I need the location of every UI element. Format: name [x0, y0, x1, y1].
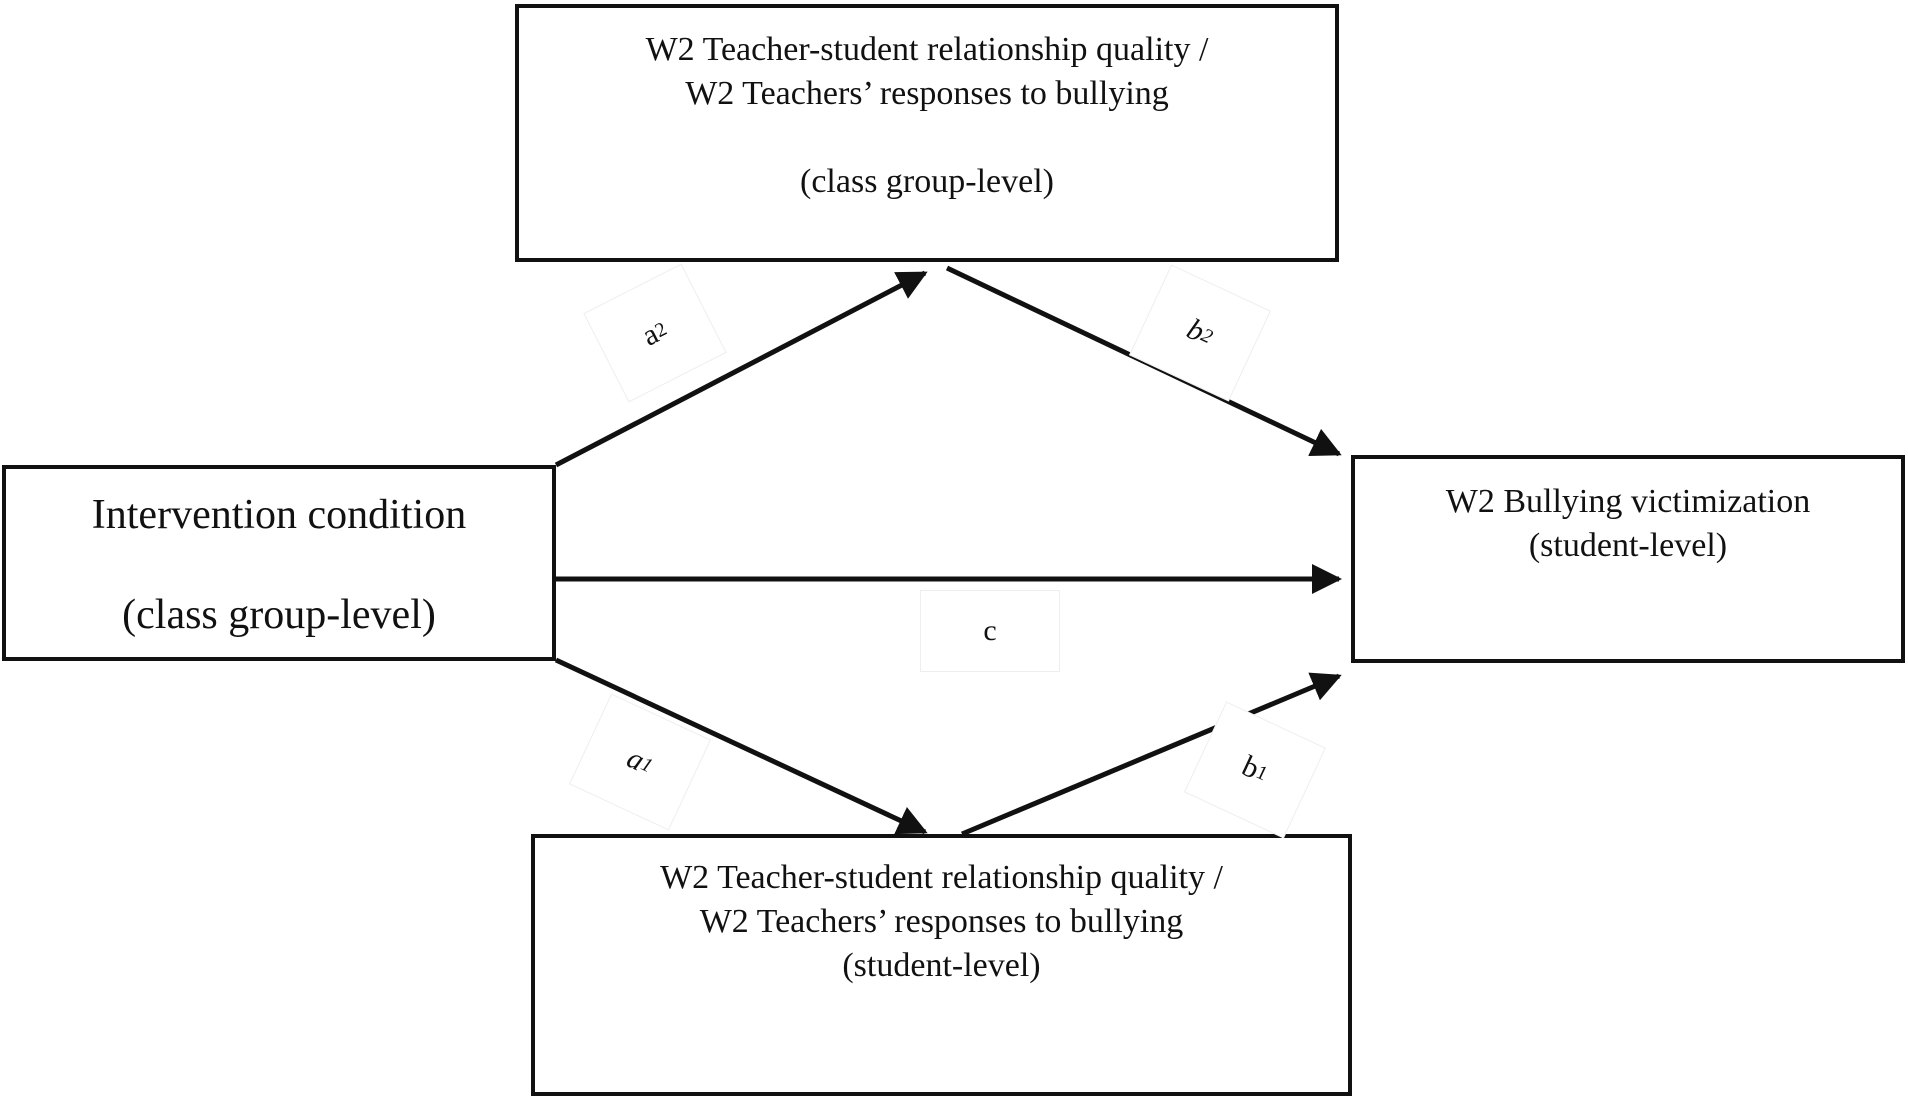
- mediator-student-line3: (student-level): [842, 947, 1041, 985]
- mediator-class-line1: W2 Teacher-student relationship quality …: [645, 31, 1209, 68]
- path-label-c: c: [920, 590, 1060, 672]
- arrow-a1: [554, 657, 928, 835]
- mediator-class-line3: (class group-level): [800, 163, 1054, 201]
- predictor-box: Intervention condition (class group-leve…: [2, 465, 556, 661]
- outcome-line2: (student-level): [1528, 527, 1728, 565]
- outcome-box: W2 Bullying victimization (student-level…: [1351, 455, 1905, 663]
- mediator-class-line2: W2 Teachers’ responses to bullying: [685, 75, 1169, 113]
- predictor-line1: Intervention condition: [91, 492, 467, 538]
- mediator-class-level-box: W2 Teacher-student relationship quality …: [515, 4, 1339, 262]
- predictor-line2: (class group-level): [122, 592, 436, 639]
- mediator-student-line2: W2 Teachers’ responses to bullying: [699, 903, 1184, 941]
- arrow-a2: [554, 270, 928, 468]
- outcome-line1: W2 Bullying victimization: [1445, 483, 1811, 520]
- arrow-b1: [961, 672, 1342, 837]
- mediator-student-line1: W2 Teacher-student relationship quality …: [660, 859, 1223, 896]
- mediator-student-level-box: W2 Teacher-student relationship quality …: [531, 834, 1352, 1096]
